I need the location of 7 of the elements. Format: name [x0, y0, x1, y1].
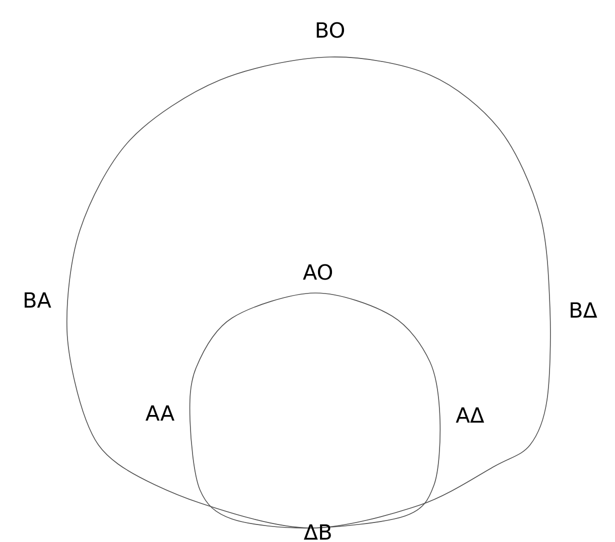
point-label: BO: [316, 22, 344, 38]
point-label: AΔ: [456, 407, 484, 423]
point-label: BA: [24, 292, 52, 308]
point-label: BΔ: [570, 302, 598, 318]
point-label: ΔB: [304, 524, 331, 540]
point-label: AO: [302, 264, 332, 280]
point-label: AA: [146, 405, 174, 421]
